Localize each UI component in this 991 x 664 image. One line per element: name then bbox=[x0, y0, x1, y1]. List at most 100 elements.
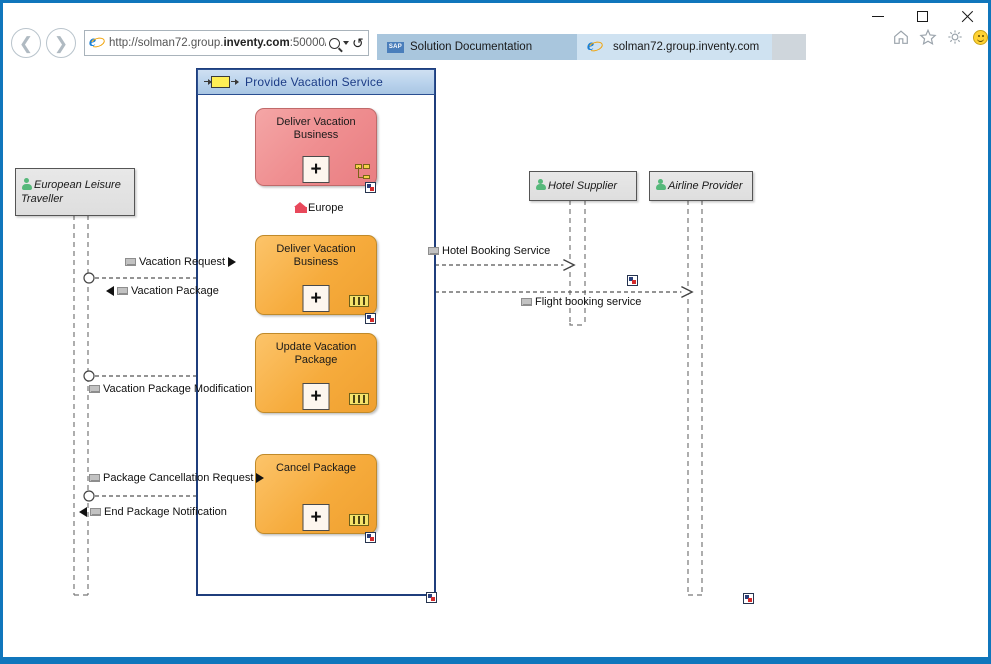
activity-label: Deliver Vacation Business bbox=[276, 116, 356, 142]
arrow-left-icon bbox=[106, 286, 114, 296]
participant-european-leisure-traveller[interactable]: European Leisure Traveller bbox=[15, 168, 135, 216]
message-flow-vacation-request[interactable]: Vacation Request bbox=[125, 256, 237, 268]
pool-header[interactable]: Provide Vacation Service bbox=[197, 69, 435, 95]
tab-solution-documentation[interactable]: SAP Solution Documentation bbox=[377, 34, 577, 60]
doc-link-marker[interactable] bbox=[743, 593, 754, 604]
doc-link-marker[interactable] bbox=[365, 182, 376, 193]
expand-plus-marker[interactable]: + bbox=[302, 285, 330, 312]
activity-label: Cancel Package bbox=[275, 462, 357, 474]
favorites-star-icon[interactable] bbox=[919, 28, 937, 46]
refresh-icon[interactable]: ↻ bbox=[352, 35, 364, 51]
participant-label: Airline Provider bbox=[655, 178, 743, 193]
ie-logo-icon: e bbox=[586, 37, 605, 55]
process-icon bbox=[204, 75, 239, 89]
envelope-icon bbox=[89, 474, 100, 482]
participant-text: Hotel Supplier bbox=[548, 179, 618, 192]
parallel-marker-icon bbox=[349, 295, 369, 307]
parallel-marker-icon bbox=[349, 393, 369, 405]
participant-hotel-supplier[interactable]: Hotel Supplier bbox=[529, 171, 637, 201]
envelope-icon bbox=[90, 508, 101, 516]
envelope-icon bbox=[521, 298, 532, 306]
new-tab-button[interactable] bbox=[772, 34, 806, 60]
title-bar-accent bbox=[3, 0, 988, 3]
location-pin-icon bbox=[294, 202, 307, 214]
envelope-icon bbox=[89, 385, 100, 393]
message-flow-vacation-package[interactable]: Vacation Package bbox=[106, 285, 219, 297]
browser-chrome: ❮ ❯ e http://solman72.group.inventy.com:… bbox=[3, 0, 988, 60]
message-flow-label: Hotel Booking Service bbox=[442, 245, 551, 257]
parallel-marker-icon bbox=[349, 514, 369, 526]
doc-link-marker[interactable] bbox=[426, 592, 437, 603]
status-bar-accent bbox=[3, 657, 988, 661]
arrow-right-icon bbox=[228, 257, 237, 267]
address-bar-tools: ↻ bbox=[326, 35, 364, 51]
participant-airline-provider[interactable]: Airline Provider bbox=[649, 171, 753, 201]
minimize-icon bbox=[871, 15, 884, 17]
doc-link-marker[interactable] bbox=[627, 275, 638, 286]
forward-button[interactable]: ❯ bbox=[46, 28, 76, 58]
close-icon bbox=[961, 10, 974, 23]
participant-text: Airline Provider bbox=[668, 179, 743, 192]
search-icon[interactable] bbox=[329, 37, 341, 49]
message-flow-label: Vacation Package bbox=[131, 285, 219, 297]
envelope-icon bbox=[428, 247, 439, 255]
tab-strip: SAP Solution Documentation e solman72.gr… bbox=[377, 26, 806, 60]
settings-gear-icon[interactable] bbox=[946, 28, 964, 46]
message-flow-flight-booking-service[interactable]: Flight booking service bbox=[521, 296, 641, 308]
activity-deliver-vacation-business-orange[interactable]: Deliver Vacation Business + bbox=[255, 235, 377, 315]
message-flow-label: Vacation Request bbox=[139, 256, 226, 268]
feedback-smiley-icon[interactable] bbox=[973, 29, 988, 45]
message-flow-end-package-notification[interactable]: End Package Notification bbox=[79, 506, 227, 518]
message-flow-label: Vacation Package Modification bbox=[103, 383, 253, 395]
minimize-button[interactable] bbox=[855, 3, 900, 29]
arrow-left-icon bbox=[79, 507, 87, 517]
message-flow-vacation-package-modification[interactable]: Vacation Package Modification bbox=[89, 383, 253, 395]
person-icon bbox=[21, 178, 32, 190]
diagram-connectors bbox=[73, 182, 703, 596]
url-prefix: http://solman72.group. bbox=[109, 37, 224, 49]
maximize-icon bbox=[917, 10, 928, 22]
doc-link-marker[interactable] bbox=[365, 313, 376, 324]
activity-cancel-package[interactable]: Cancel Package + bbox=[255, 454, 377, 534]
expand-plus-marker[interactable]: + bbox=[302, 504, 330, 531]
arrow-right-icon bbox=[256, 473, 265, 483]
navigation-row: ❮ ❯ e http://solman72.group.inventy.com:… bbox=[3, 26, 988, 60]
participant-text: European Leisure Traveller bbox=[21, 179, 121, 205]
message-flow-label: Package Cancellation Request bbox=[103, 472, 254, 484]
back-button[interactable]: ❮ bbox=[11, 28, 41, 58]
location-label: Europe bbox=[308, 202, 344, 214]
activity-update-vacation-package[interactable]: Update Vacation Package + bbox=[255, 333, 377, 413]
home-icon[interactable] bbox=[892, 28, 910, 46]
activity-deliver-vacation-business-pink[interactable]: Deliver Vacation Business + bbox=[255, 108, 377, 186]
activity-label: Update Vacation Package bbox=[275, 341, 357, 367]
sap-icon: SAP bbox=[387, 41, 404, 53]
participant-label: European Leisure Traveller bbox=[21, 178, 129, 205]
envelope-icon bbox=[117, 287, 128, 295]
chevron-down-icon[interactable] bbox=[343, 41, 350, 45]
tab-solman72[interactable]: e solman72.group.inventy.com ✕ bbox=[577, 34, 781, 60]
window-controls bbox=[855, 2, 988, 30]
expand-plus-marker[interactable]: + bbox=[302, 156, 330, 183]
message-flow-package-cancellation-request[interactable]: Package Cancellation Request bbox=[89, 472, 265, 484]
doc-link-marker[interactable] bbox=[365, 532, 376, 543]
message-flow-label: End Package Notification bbox=[104, 506, 227, 518]
person-icon bbox=[655, 178, 666, 191]
address-bar-url: http://solman72.group.inventy.com:50000/… bbox=[109, 37, 326, 49]
bpmn-diagram-canvas[interactable]: Provide Vacation Service Deliver Vacatio… bbox=[3, 60, 988, 658]
hierarchy-marker-icon bbox=[355, 164, 370, 179]
message-flow-hotel-booking-service[interactable]: Hotel Booking Service bbox=[428, 245, 550, 257]
maximize-button[interactable] bbox=[900, 3, 945, 29]
ie-logo-icon: e bbox=[88, 33, 107, 51]
tab-label: Solution Documentation bbox=[410, 41, 533, 53]
envelope-icon bbox=[125, 258, 136, 266]
pool-title: Provide Vacation Service bbox=[245, 75, 383, 89]
browser-toolbar-icons bbox=[892, 28, 988, 46]
person-icon bbox=[535, 178, 546, 191]
address-bar[interactable]: e http://solman72.group.inventy.com:5000… bbox=[84, 30, 369, 56]
expand-plus-marker[interactable]: + bbox=[302, 383, 330, 410]
tab-label: solman72.group.inventy.com bbox=[613, 41, 760, 53]
url-domain: inventy.com bbox=[223, 37, 290, 49]
activity-label: Deliver Vacation Business bbox=[276, 243, 356, 269]
location-tag-europe: Europe bbox=[294, 202, 343, 214]
url-suffix: :50000/sap/ bbox=[289, 37, 327, 49]
